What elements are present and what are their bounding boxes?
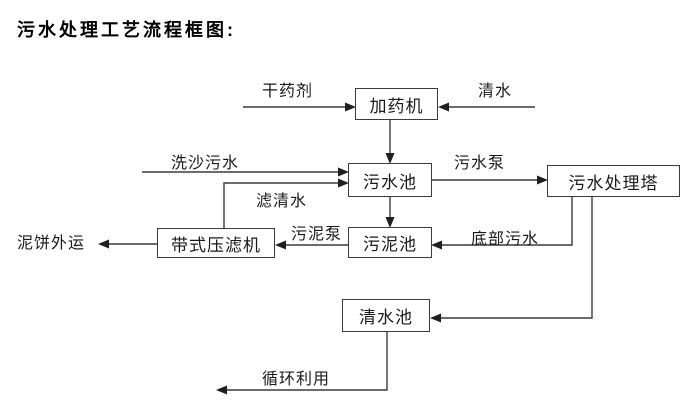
- edge-label-filtered-water: 滤清水: [256, 193, 308, 210]
- edge-label-bottom-sewage: 底部污水: [471, 231, 540, 248]
- edge-tower-to-clean-arrow: [430, 197, 593, 323]
- edge-mud-cake-arrow: [98, 239, 157, 249]
- edge-dry-chemical-arrow: [243, 102, 356, 112]
- diagram-title: 污水处理工艺流程框图:: [17, 20, 236, 40]
- edge-label-sewage-pump: 污水泵: [454, 155, 506, 172]
- edge-sludge-pump-arrow: [275, 240, 348, 250]
- edge-label-recycle-reuse: 循环利用: [262, 371, 331, 388]
- edge-filtered-water-arrow: [223, 178, 349, 228]
- edge-clean-water-arrow: [438, 102, 535, 112]
- edge-label-mud-cake-out: 泥饼外运: [17, 235, 86, 252]
- node-treatment-tower: 污水处理塔: [547, 165, 680, 197]
- node-belt-filter-press: 带式压滤机: [157, 228, 275, 258]
- node-sewage-pool: 污水池: [348, 163, 432, 197]
- edge-recycle-arrow: [216, 332, 388, 395]
- node-dosing-machine: 加药机: [355, 88, 438, 120]
- node-clean-water-pool-label: 清水池: [359, 308, 413, 327]
- edge-label-dry-chemical: 干药剂: [262, 83, 314, 100]
- edge-sand-washing-arrow: [142, 167, 349, 177]
- edge-bottom-sewage-arrow: [431, 197, 573, 250]
- node-clean-water-pool: 清水池: [342, 299, 430, 332]
- node-sludge-pool: 污泥池: [348, 227, 432, 258]
- edge-label-sludge-pump: 污泥泵: [291, 226, 343, 243]
- node-sewage-pool-label: 污水池: [363, 172, 417, 192]
- edge-sewage-to-sludge-arrow: [385, 197, 395, 228]
- edge-sewage-pump-arrow: [432, 175, 548, 185]
- node-treatment-tower-label: 污水处理塔: [568, 173, 659, 193]
- node-dosing-machine-label: 加药机: [369, 96, 424, 116]
- edge-dosing-to-sewage-arrow: [385, 120, 395, 164]
- edge-label-sand-washing-sewage: 洗沙污水: [171, 155, 240, 172]
- edge-label-clean-water: 清水: [478, 83, 513, 100]
- node-belt-filter-press-label: 带式压滤机: [171, 235, 261, 255]
- node-sludge-pool-label: 污泥池: [363, 235, 417, 254]
